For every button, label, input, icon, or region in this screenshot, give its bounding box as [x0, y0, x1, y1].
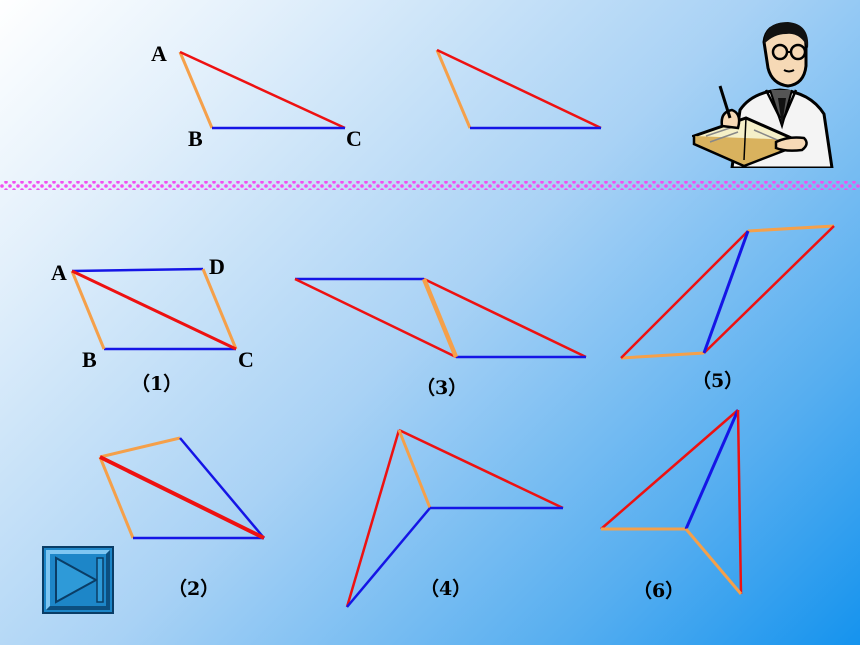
figure-4 — [345, 428, 564, 608]
figure-6 — [600, 409, 743, 595]
caption-fig4: （4） — [420, 577, 471, 600]
figure-1 — [70, 267, 238, 351]
label-fig1-b: B — [82, 347, 97, 372]
figure-2 — [98, 436, 265, 540]
caption-fig6: （6） — [633, 579, 684, 602]
dotted-divider — [0, 181, 860, 190]
label-fig1-a: A — [51, 260, 67, 285]
figure-5 — [620, 224, 835, 360]
segment-ab — [178, 51, 214, 129]
skip-forward-icon — [55, 556, 99, 604]
segment-ac — [179, 50, 346, 130]
caption-fig1: （1） — [131, 372, 182, 395]
label-fig1-d: D — [209, 254, 225, 279]
label-top-c: C — [346, 126, 362, 151]
label-top-a: A — [151, 41, 167, 66]
caption-fig5: （5） — [692, 369, 743, 392]
top-triangle-copy — [435, 48, 602, 130]
caption-fig3: （3） — [416, 376, 467, 399]
scientist-writing-icon — [692, 22, 834, 168]
label-fig1-c: C — [238, 347, 254, 372]
top-triangle-abc — [178, 50, 346, 130]
figure-3 — [294, 277, 587, 359]
caption-fig2: （2） — [168, 577, 219, 600]
label-top-b: B — [188, 126, 203, 151]
skip-forward-button[interactable] — [42, 546, 114, 614]
